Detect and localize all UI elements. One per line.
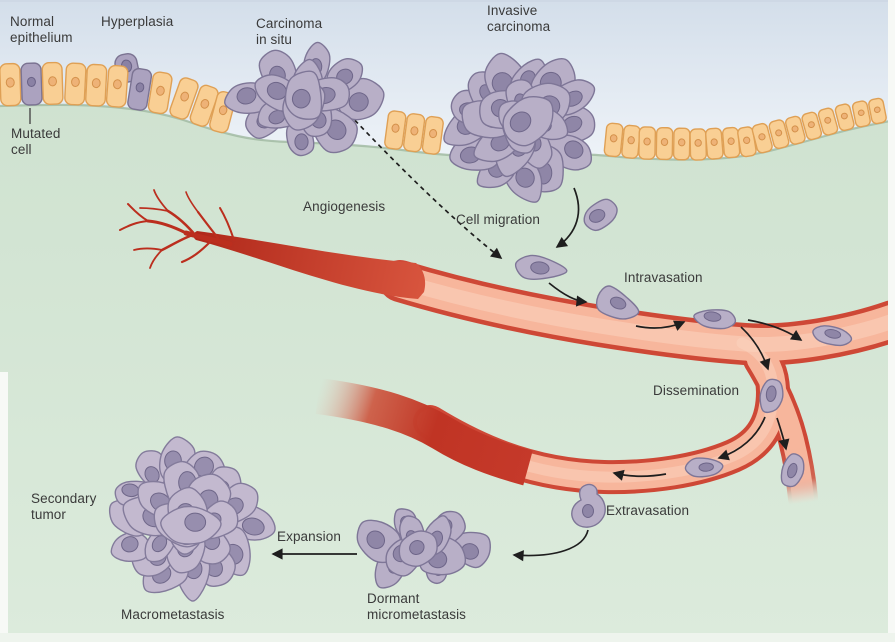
arrow-dissemination-left [717,416,766,461]
label-invasive-carcinoma: Invasive carcinoma [487,3,551,35]
epithelial-cell [603,122,624,158]
label-dissemination: Dissemination [653,383,740,398]
arrow-dissemination-right [747,319,803,341]
epithelial-cell [704,127,724,160]
arrow-intravasation [635,320,686,331]
intravasating-cell [595,285,640,320]
epithelial-cell [0,62,22,107]
arrow-extravasation [612,469,667,481]
angiogenesis-signal-arrow [348,113,503,259]
epithelial-cell [105,64,129,108]
label-expansion: Expansion [277,529,341,544]
epithelial-cell [169,77,199,120]
vessel-solid-lower [315,378,533,486]
extravasating-cell [571,483,606,528]
epithelial-cell [147,71,173,115]
label-dormant-micrometastasis: Dormant micrometastasis [367,591,467,623]
epithelial-cell [85,63,108,107]
epithelial-cell [621,124,641,159]
epithelial-cell [689,128,707,161]
migrating-tumor-cells [514,198,640,528]
vessel-solid-upper [193,231,426,299]
label-secondary-tumor: Secondary tumor [31,491,97,523]
blood-vessels [119,189,895,513]
macrometastasis-cell [110,531,150,562]
micrometastasis-cell [398,530,438,567]
epithelial-cell [384,110,407,150]
mutated-epithelial-cell [20,62,43,106]
epithelial-cell [189,84,219,127]
epithelial-cell [851,100,871,128]
epithelial-cell [737,126,757,158]
arrow-migration-2 [548,282,588,307]
arrow-migration-1 [555,187,580,248]
epithelial-cell [817,107,839,136]
epithelial-cell [655,126,674,161]
epithelial-cell [834,103,855,132]
epithelial-cell [403,113,426,153]
circulating-cell [684,457,724,478]
flow-arrows [29,108,803,562]
circulating-cell [693,309,737,330]
label-carcinoma-in-situ: Carcinoma in situ [256,16,323,48]
label-macrometastasis: Macrometastasis [121,607,225,622]
invasive-carcinoma-cell [502,96,554,147]
macrometastasis-cell [160,505,222,545]
circulating-cell [812,325,853,347]
epithelial-cell [785,115,806,145]
circulating-cell [780,453,805,488]
bottom-margin [0,633,895,642]
arrow-to-micrometastasis [512,529,589,562]
epithelial-cell [64,62,87,106]
arrow-dissemination-branch [776,417,790,451]
epithelial-cell [721,126,741,159]
vessel-sheen-upper [392,273,895,352]
epithelial-cell [638,126,657,160]
label-mutated-cell: Mutated cell [11,126,61,158]
epithelial-cell [672,127,691,161]
angiogenesis-sprouts [119,189,235,269]
tumor-clusters [108,41,596,602]
label-cell-migration: Cell migration [456,212,540,227]
label-hyperplasia: Hyperplasia [101,14,174,29]
epithelial-cell [41,61,64,106]
right-margin [888,0,895,642]
epithelial-cell [768,119,790,150]
epithelial-cell [801,111,823,141]
carcinoma-in-situ-cell [284,70,323,120]
migrating-cell [583,198,618,232]
label-intravasation: Intravasation [624,270,703,285]
epithelium-layer [0,52,887,161]
epithelial-cell [868,97,887,125]
label-angiogenesis: Angiogenesis [303,199,386,214]
top-border [0,0,895,2]
migrating-cell [514,254,568,280]
epithelial-cell [421,115,444,155]
epithelial-cell [751,122,773,154]
label-extravasation: Extravasation [606,503,690,518]
mutated-epithelial-cell [127,67,153,111]
left-margin [0,372,8,642]
circulating-cell [759,378,784,414]
circulating-tumor-cells [684,309,853,488]
arrow-dissemination-down [740,326,771,371]
label-normal-epithelium: Normal epithelium [10,14,73,46]
